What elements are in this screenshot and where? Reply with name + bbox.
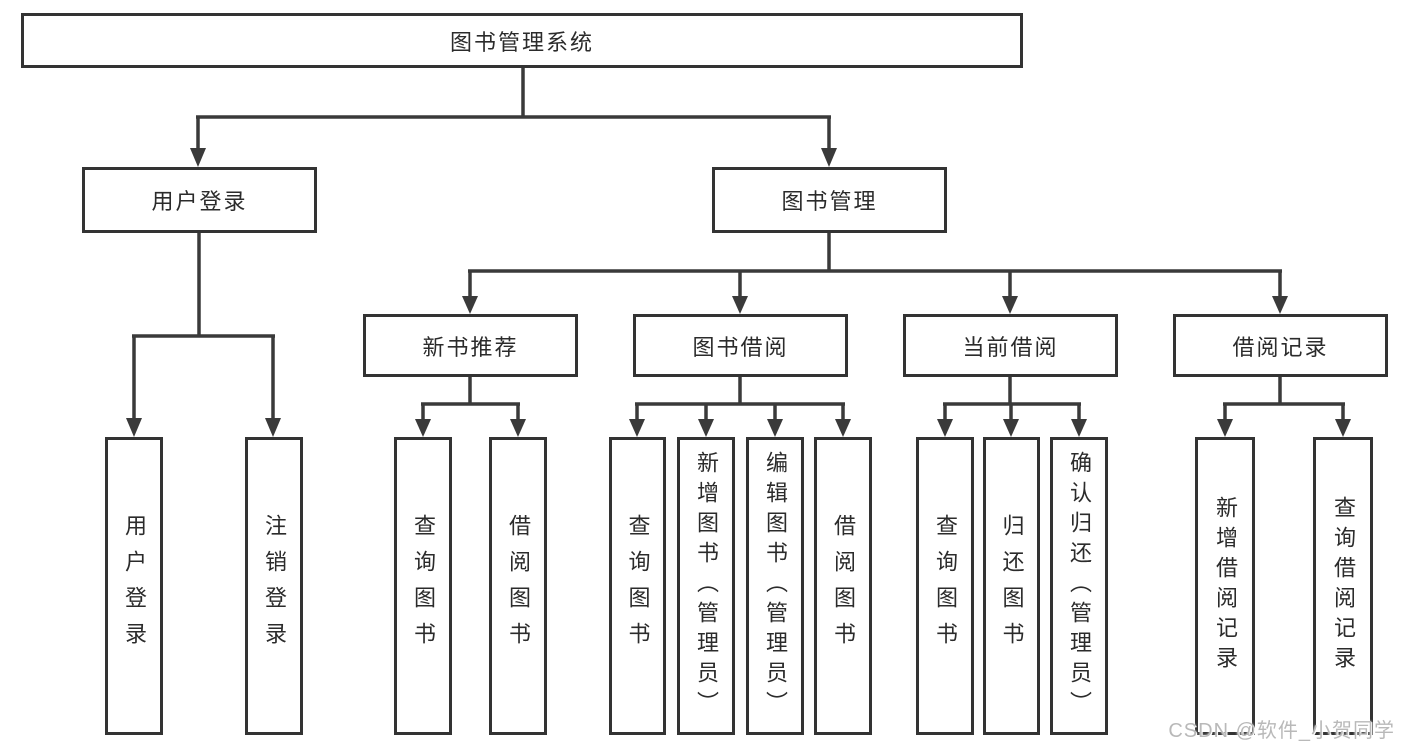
- level2-box-user-login: 用户登录: [82, 167, 317, 233]
- level3-box-borrowing-records: 借阅记录: [1173, 314, 1388, 377]
- leaf-box-bb-borrow-books: 借阅图书: [814, 437, 872, 735]
- level3-box-book-borrowing: 图书借阅: [633, 314, 848, 377]
- level3-label-borrowing-records: 借阅记录: [1232, 334, 1329, 360]
- root-box: 图书管理系统: [21, 13, 1023, 68]
- leaf-label-cb-return-books: 归还图书: [999, 514, 1025, 658]
- leaf-box-cb-search-books: 查询图书: [916, 437, 974, 735]
- connector-book-management-to-level3: [462, 233, 1288, 314]
- connector-new-book-recommendation-to-leaves: [415, 377, 526, 437]
- csdn-watermark: CSDN @软件_小贺同学: [1168, 720, 1395, 742]
- level3-label-book-borrowing: 图书借阅: [692, 334, 789, 360]
- level3-label-new-book-recommendation: 新书推荐: [422, 334, 519, 360]
- leaf-box-bb-search-books: 查询图书: [609, 437, 666, 735]
- leaf-label-nbr-search-books: 查询图书: [411, 514, 436, 658]
- leaf-label-nbr-borrow-books: 借阅图书: [506, 514, 531, 658]
- leaf-box-bb-edit-books-admin: 编辑图书（管理员）: [746, 437, 804, 735]
- leaf-label-logout: 注销登录: [262, 514, 287, 658]
- connector-root-to-level2: [190, 68, 837, 167]
- connector-book-borrowing-to-leaves: [629, 377, 851, 437]
- level2-label-book-management: 图书管理: [781, 189, 878, 214]
- level3-label-current-borrowing: 当前借阅: [962, 334, 1059, 360]
- leaf-box-bb-add-books-admin: 新增图书（管理员）: [677, 437, 735, 735]
- leaf-label-bb-borrow-books: 借阅图书: [831, 514, 856, 658]
- connector-user-login-to-leaves: [126, 233, 281, 437]
- connector-borrowing-records-to-leaves: [1217, 377, 1351, 437]
- leaf-box-br-add-record: 新增借阅记录: [1195, 437, 1255, 735]
- leaf-box-cb-confirm-return-admin: 确认归还（管理员）: [1050, 437, 1108, 735]
- level3-box-current-borrowing: 当前借阅: [903, 314, 1118, 377]
- leaf-box-br-search-record: 查询借阅记录: [1313, 437, 1373, 735]
- leaf-label-cb-confirm-return-admin: 确认归还（管理员）: [1067, 451, 1092, 721]
- leaf-box-cb-return-books: 归还图书: [983, 437, 1040, 735]
- leaf-label-br-add-record: 新增借阅记录: [1213, 496, 1238, 676]
- root-label: 图书管理系统: [449, 29, 594, 55]
- leaf-label-br-search-record: 查询借阅记录: [1331, 496, 1356, 676]
- leaf-label-cb-search-books: 查询图书: [933, 514, 958, 658]
- leaf-label-user-login: 用户登录: [122, 514, 147, 658]
- leaf-label-bb-search-books: 查询图书: [625, 514, 651, 658]
- level3-box-new-book-recommendation: 新书推荐: [363, 314, 578, 377]
- leaf-box-nbr-search-books: 查询图书: [394, 437, 452, 735]
- leaf-box-logout: 注销登录: [245, 437, 303, 735]
- leaf-label-bb-edit-books-admin: 编辑图书（管理员）: [763, 451, 788, 721]
- connector-current-borrowing-to-leaves: [937, 377, 1087, 437]
- leaf-box-user-login: 用户登录: [105, 437, 163, 735]
- level2-label-user-login: 用户登录: [151, 189, 248, 214]
- leaf-box-nbr-borrow-books: 借阅图书: [489, 437, 547, 735]
- level2-box-book-management: 图书管理: [712, 167, 947, 233]
- leaf-label-bb-add-books-admin: 新增图书（管理员）: [694, 451, 719, 721]
